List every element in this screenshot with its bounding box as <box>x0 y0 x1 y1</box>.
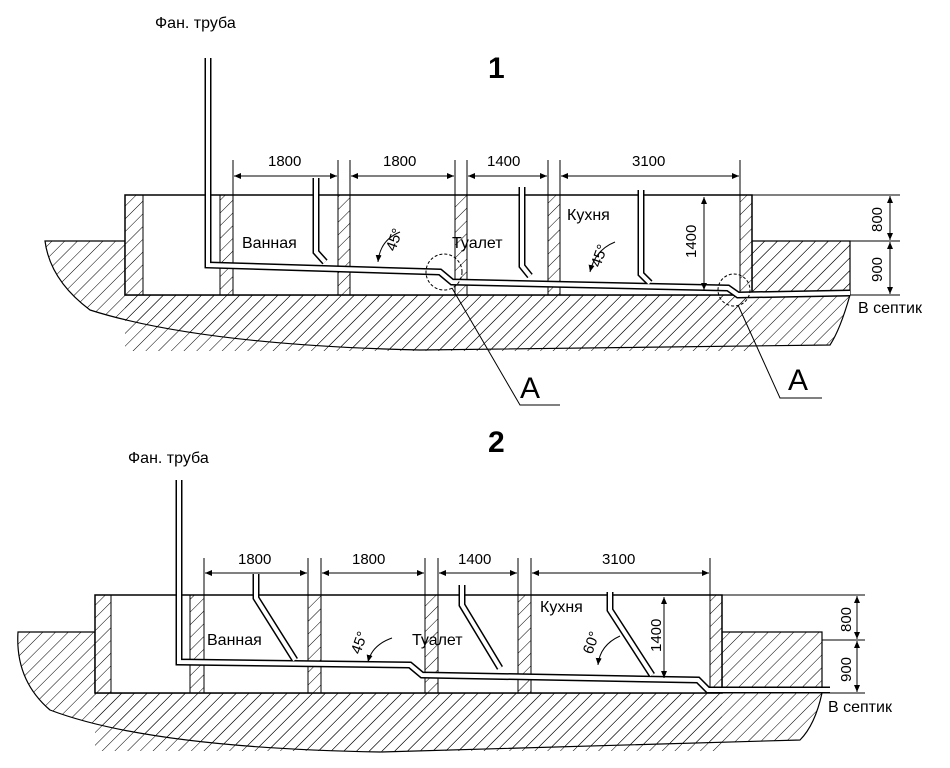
sewer-pipes <box>204 58 851 299</box>
below-ground-dimension: 900 <box>869 257 886 282</box>
above-ground-dimension: 800 <box>838 607 855 632</box>
angle-label: 45° <box>348 629 372 656</box>
room-label: Туалет <box>412 632 463 649</box>
span-dimensions: 1800 1800 1400 3100 <box>203 551 711 595</box>
span-dimension: 3100 <box>602 551 635 568</box>
walls <box>94 594 723 694</box>
diagram-1: 1 Фан. труба <box>44 15 923 406</box>
above-ground-dimension: 800 <box>869 207 886 232</box>
span-dimension: 3100 <box>632 153 665 170</box>
span-dimension: 1800 <box>383 153 416 170</box>
angle-label: 60° <box>580 629 604 656</box>
room-label: Кухня <box>567 207 610 224</box>
diagram-number: 2 <box>488 426 505 459</box>
vent-pipe-label: Фан. труба <box>155 15 236 32</box>
room-label: Ванная <box>242 235 297 252</box>
detail-circle <box>425 253 463 291</box>
span-dimension: 1800 <box>238 551 271 568</box>
angle-label: 45° <box>383 226 407 253</box>
room-label: Кухня <box>540 599 583 616</box>
below-ground-dimension: 900 <box>838 657 855 682</box>
house-outline <box>124 194 753 296</box>
interior-height-dimension: 1400 <box>683 225 700 258</box>
diagram-2: 2 Фан. труба <box>17 426 893 753</box>
span-dimension: 1400 <box>487 153 520 170</box>
diagram-number: 1 <box>488 52 505 85</box>
room-label: Ванная <box>207 632 262 649</box>
span-dimensions: 1800 1800 1400 3100 <box>232 153 741 195</box>
detail-callout: A <box>520 372 540 405</box>
sewer-pipes <box>175 480 830 694</box>
detail-circle <box>717 273 751 307</box>
span-dimension: 1400 <box>458 551 491 568</box>
span-dimension: 1800 <box>352 551 385 568</box>
outlet-label: В септик <box>858 300 923 317</box>
detail-callout: A <box>788 364 808 397</box>
outlet-label: В септик <box>828 699 893 716</box>
room-label: Туалет <box>452 235 503 252</box>
angle-label: 45° <box>588 242 612 269</box>
interior-height-dimension: 1400 <box>648 619 665 652</box>
vent-pipe-label: Фан. труба <box>128 450 209 467</box>
span-dimension: 1800 <box>268 153 301 170</box>
